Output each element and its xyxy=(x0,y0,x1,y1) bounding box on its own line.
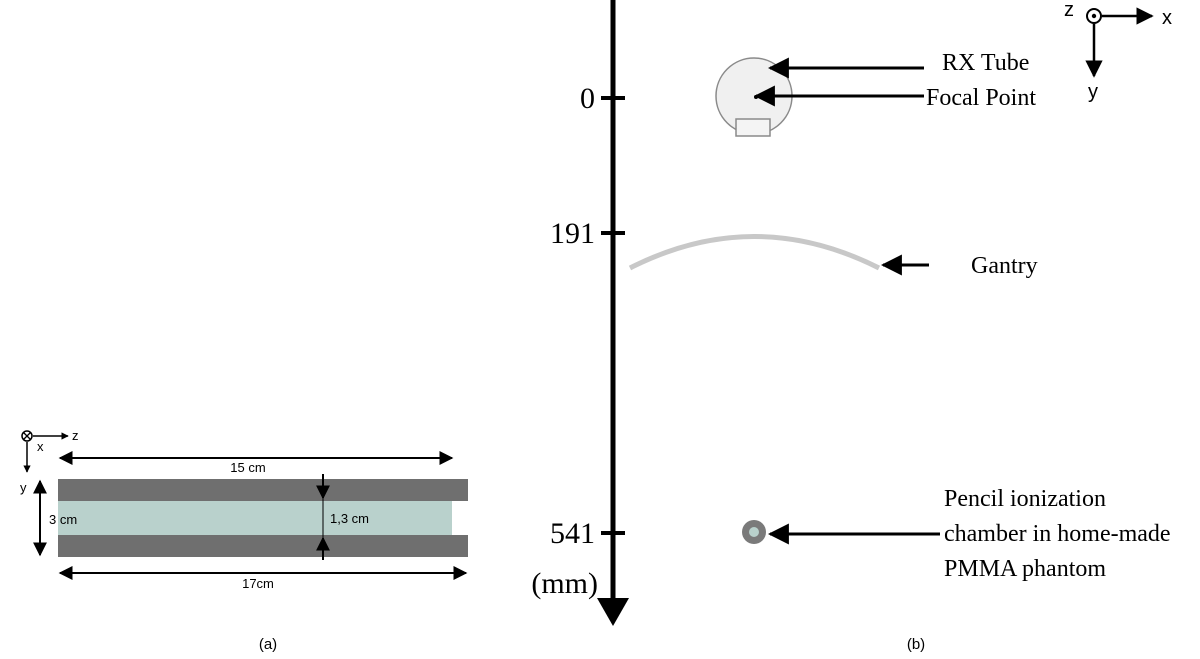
y-axis-label: y xyxy=(20,480,27,495)
x-cross-2 xyxy=(23,432,31,440)
panel-b-axes: z x y xyxy=(1064,0,1172,103)
chamber-label-line2: chamber in home-made xyxy=(944,521,1171,547)
panel-a-axes: z x y xyxy=(20,428,79,495)
top-slab xyxy=(58,479,468,501)
dim-17cm-label: 17cm xyxy=(242,576,274,591)
panel-b-caption: (b) xyxy=(907,636,925,653)
x-into-page-symbol xyxy=(21,430,33,442)
dim-gap-label: 1,3 cm xyxy=(330,511,369,526)
axis-unit-label: (mm) xyxy=(531,567,598,600)
panel-a: z x y 15 cm 3 cm 1,3 cm 17cm (a) xyxy=(20,428,468,653)
rx-tube-window xyxy=(735,118,771,137)
panel-a-caption: (a) xyxy=(259,636,277,653)
chamber-label-line1: Pencil ionization xyxy=(944,486,1106,512)
chamber-core xyxy=(749,527,759,537)
tick-label-541: 541 xyxy=(550,517,595,550)
inner-slab xyxy=(58,501,452,535)
tick-label-0: 0 xyxy=(580,82,595,115)
panel-b: 0 191 541 (mm) RX Tube Focal Point Gantr… xyxy=(531,0,1172,653)
focal-point-label: Focal Point xyxy=(926,85,1036,111)
rx-tube-label: RX Tube xyxy=(942,50,1029,76)
chamber-label-line3: PMMA phantom xyxy=(944,556,1106,582)
dim-3cm-label: 3 cm xyxy=(49,512,77,527)
tick-label-191: 191 xyxy=(550,217,595,250)
dim-15cm-label: 15 cm xyxy=(230,460,265,475)
x-axis-label: x xyxy=(37,439,44,454)
z-axis-label-b: z xyxy=(1064,0,1074,21)
y-axis-label-b: y xyxy=(1088,81,1098,103)
z-out-of-page-dot xyxy=(1091,13,1097,19)
gantry-arc xyxy=(628,234,881,271)
distance-axis-arrowhead xyxy=(597,598,629,626)
gantry-label: Gantry xyxy=(971,253,1038,279)
z-axis-label: z xyxy=(72,428,79,443)
z-out-of-page-symbol xyxy=(1086,8,1102,24)
bottom-slab xyxy=(58,535,468,557)
x-axis-label-b: x xyxy=(1162,7,1172,29)
